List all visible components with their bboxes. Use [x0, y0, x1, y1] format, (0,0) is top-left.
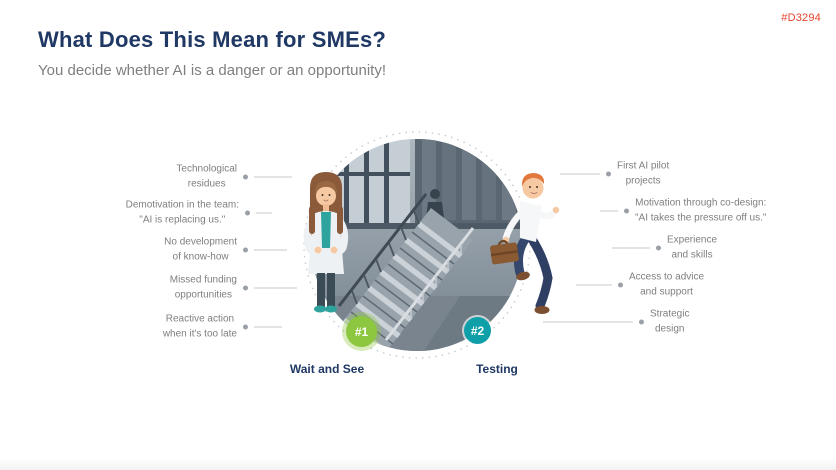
left-callout-3: No development of know-how — [164, 236, 287, 265]
slide-bottom-shadow — [0, 458, 836, 470]
connector-line — [576, 284, 612, 286]
callout-label: Technological residues — [176, 163, 237, 190]
connector-dot — [639, 319, 644, 325]
connector-dot — [656, 245, 661, 251]
option-1-label: Wait and See — [289, 362, 365, 376]
slide-code: #D3294 — [781, 12, 821, 24]
callout-label: Reactive action when it's too late — [162, 313, 237, 340]
callout-label: Experience and skills — [667, 234, 718, 261]
callout-label: Missed funding opportunities — [169, 274, 237, 301]
right-callout-1: First AI pilot projects — [560, 160, 669, 189]
connector-line — [543, 321, 633, 323]
right-callout-2: Motivation through co-design: "AI takes … — [600, 197, 766, 226]
connector-dot — [243, 324, 248, 330]
connector-line — [254, 176, 292, 178]
option-2-badge: #2 — [464, 317, 491, 344]
connector-line — [254, 326, 282, 328]
connector-dot — [624, 208, 629, 214]
connector-dot — [606, 171, 611, 177]
callout-label: Access to advice and support — [629, 271, 705, 298]
connector-dot — [243, 174, 248, 180]
connector-line — [612, 247, 650, 249]
callout-label: Motivation through co-design: "AI takes … — [635, 197, 767, 224]
woman-illustration — [303, 172, 349, 313]
right-callout-4: Access to advice and support — [576, 271, 704, 300]
connector-dot — [245, 210, 250, 216]
page-subtitle: You decide whether AI is a danger or an … — [38, 62, 387, 79]
man-with-briefcase-illustration — [490, 173, 560, 314]
page-title: What Does This Mean for SMEs? — [38, 27, 387, 52]
connector-line — [256, 212, 272, 214]
connector-dot — [243, 247, 248, 253]
connector-dot — [618, 282, 623, 288]
right-callout-5: Strategic design — [543, 308, 689, 337]
left-callout-1: Technological residues — [176, 163, 292, 192]
dotted-ring-icon — [303, 131, 531, 359]
connector-line — [254, 287, 297, 289]
callout-label: Strategic design — [650, 308, 690, 335]
option-2-label: Testing — [476, 362, 518, 376]
connector-line — [560, 173, 600, 175]
connector-line — [600, 210, 618, 212]
connector-line — [254, 249, 287, 251]
callout-label: First AI pilot projects — [617, 160, 670, 187]
connector-dot — [243, 285, 248, 291]
callout-label: No development of know-how — [164, 236, 237, 263]
center-illustration — [303, 131, 560, 359]
left-callout-4: Missed funding opportunities — [170, 274, 297, 303]
left-callout-2: Demotivation in the team: "AI is replaci… — [126, 199, 272, 228]
callout-label: Demotivation in the team: "AI is replaci… — [125, 199, 239, 226]
left-callout-5: Reactive action when it's too late — [163, 313, 282, 342]
right-callout-3: Experience and skills — [612, 234, 717, 263]
option-1-badge: #1 — [346, 316, 377, 347]
